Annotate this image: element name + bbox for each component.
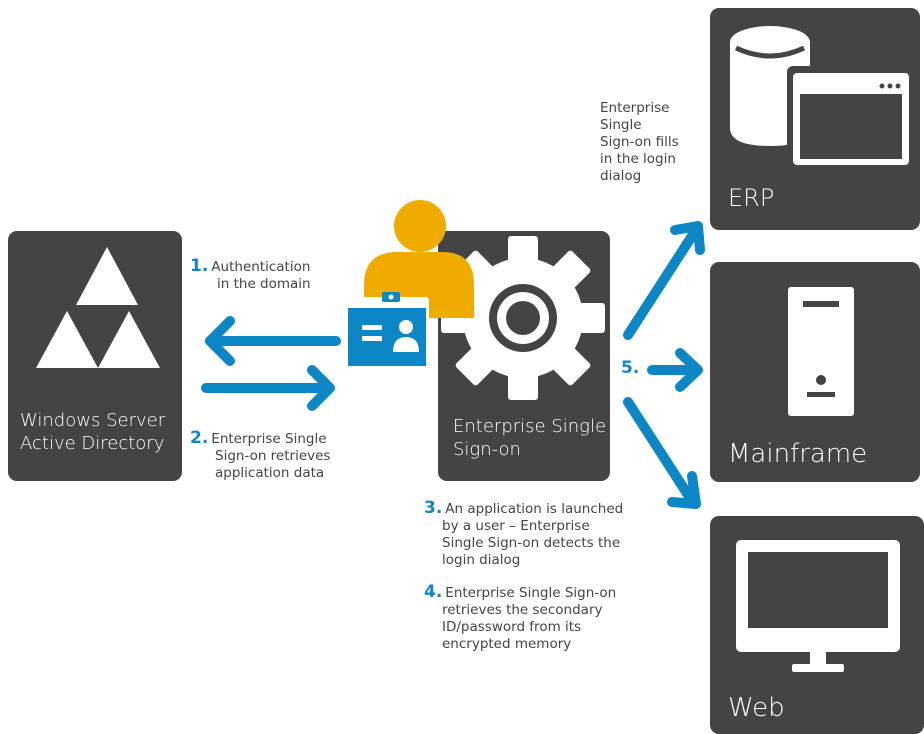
step-1-number: 1. <box>190 256 209 276</box>
arrow-ad-left <box>205 316 341 366</box>
step-2-number: 2. <box>190 428 209 448</box>
arrow-to-mainframe <box>647 348 703 392</box>
step-2-text: 2.Enterprise Single Sign-on retrieves ap… <box>190 428 331 482</box>
active-directory-box: Windows Server Active Directory <box>8 231 182 481</box>
esso-label: Enterprise Single Sign-on <box>453 416 607 460</box>
monitor-icon <box>736 540 900 672</box>
step-1-text: 1.Authentication in the domain <box>190 256 311 293</box>
step-4-number: 4. <box>424 582 443 602</box>
step-3-text: 3.An application is launched by a user –… <box>424 498 624 569</box>
arrow-ad-right <box>201 365 335 411</box>
database-window-icon <box>730 26 915 171</box>
active-directory-label: Windows Server Active Directory <box>20 410 166 454</box>
step-5-number: 5. <box>621 358 640 378</box>
id-badge-icon <box>345 292 429 375</box>
triforce-icon <box>36 247 160 368</box>
arrow-to-web <box>623 397 701 509</box>
step-3-number: 3. <box>424 498 443 518</box>
mainframe-label: Mainframe <box>728 439 868 469</box>
arrow-to-erp <box>623 221 705 340</box>
erp-note: Enterprise Single Sign-on fills in the l… <box>600 100 679 184</box>
erp-label: ERP <box>728 184 775 212</box>
web-label: Web <box>728 693 785 723</box>
gear-icon <box>441 236 605 400</box>
step-4-text: 4.Enterprise Single Sign-on retrieves th… <box>424 582 617 653</box>
server-tower-icon <box>788 287 854 416</box>
